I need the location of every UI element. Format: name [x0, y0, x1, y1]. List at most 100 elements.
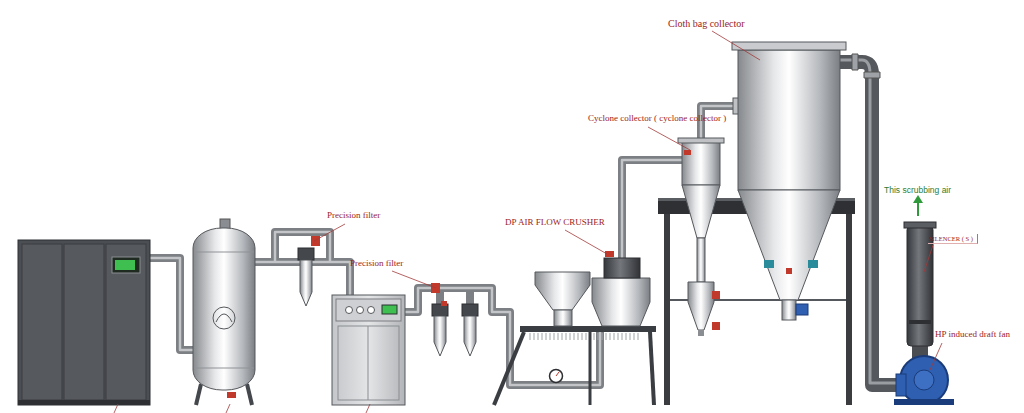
- crusher-stand-part: [550, 370, 563, 383]
- silencer-part: [904, 222, 936, 228]
- crusher-stand-part: [589, 332, 592, 405]
- air-compressor-part: [18, 400, 150, 405]
- air-flow-crusher-part: [535, 272, 590, 310]
- cyclone-collector-part: [682, 185, 720, 238]
- crusher-stand-part: [520, 326, 656, 332]
- air-compressor-part: [18, 240, 150, 405]
- air-tank-part: [196, 384, 201, 405]
- exhaust-duct-part: [852, 54, 858, 70]
- air-flow-crusher-part: [592, 278, 650, 326]
- air-pipework-part: [466, 288, 474, 306]
- air-dryer-part: [346, 307, 353, 314]
- air-flow-crusher-part: [604, 258, 640, 278]
- bag-collector-part: [786, 268, 792, 274]
- pipe-highlight-part: [150, 258, 195, 350]
- precision-filter-pair-part: [462, 304, 478, 316]
- leader-lines-part: [114, 404, 118, 413]
- induced-draft-fan-part: [896, 374, 906, 396]
- air-tank-part: [247, 384, 252, 405]
- cyclone-collector-part: [682, 140, 720, 185]
- crusher-stand-part: [494, 332, 524, 405]
- air-compressor-part: [22, 244, 62, 400]
- induced-draft-fan: [894, 344, 954, 405]
- air-flow-crusher-part: [554, 310, 572, 326]
- air-tank-part: [194, 368, 254, 369]
- air-dryer-part: [368, 326, 369, 400]
- precision-filter-pair-part: [434, 316, 446, 356]
- air-tank: [193, 219, 255, 405]
- induced-draft-fan-part: [894, 399, 954, 405]
- air-pipework-part: [150, 258, 195, 350]
- cyclone-collector-part: [698, 330, 704, 336]
- air-dryer-part: [332, 295, 405, 405]
- air-tank-part: [216, 314, 232, 322]
- callout-label: Cloth bag collector: [668, 18, 745, 29]
- bag-collector-part: [782, 300, 796, 320]
- exhaust-arrow: [913, 195, 923, 216]
- leader-lines-part: [392, 271, 436, 288]
- cyclone-collector-part: [684, 150, 691, 155]
- cyclone-collector-part: [678, 138, 724, 143]
- callout-label: Cyclone collector ( cyclone collector ): [588, 114, 726, 124]
- air-compressor-part: [64, 244, 104, 400]
- callout-label: HP induced draft fan: [935, 330, 1010, 340]
- air-dryer-part: [382, 305, 397, 314]
- crusher-stand-part: [556, 372, 559, 376]
- callout-label: Precision filter: [350, 259, 403, 269]
- cyclone-collector-part: [697, 238, 705, 282]
- precision-filter-pair: [431, 283, 478, 356]
- leader-lines-part: [366, 404, 370, 413]
- exhaust-arrow-part: [917, 202, 919, 216]
- air-dryer: [332, 295, 405, 405]
- crusher-stand: [494, 326, 656, 405]
- cyclone-collector-part: [712, 291, 720, 299]
- bag-collector-part: [808, 260, 818, 268]
- leader-lines-part: [648, 127, 690, 150]
- air-compressor: [18, 240, 150, 405]
- air-tank-part: [194, 252, 254, 253]
- leader-lines: [114, 31, 942, 413]
- air-dryer-part: [336, 299, 401, 321]
- air-tank-part: [213, 307, 235, 329]
- cyclone-collector-part: [688, 282, 714, 330]
- steel-platform-part: [664, 214, 670, 405]
- air-flow-crusher: [535, 251, 650, 326]
- silencer-part: [909, 320, 931, 324]
- leader-lines-part: [930, 343, 942, 370]
- steel-platform-part: [846, 214, 852, 405]
- cyclone-collector-part: [712, 322, 720, 330]
- air-tank-part: [193, 228, 255, 390]
- leader-lines-part: [712, 31, 760, 60]
- callout-label: SILENCER ( S ): [928, 234, 978, 244]
- crusher-stand-part: [650, 332, 654, 405]
- precision-filter-part: [300, 260, 312, 306]
- bag-collector-part: [796, 304, 808, 315]
- callout-label: This scrubbing air: [884, 186, 951, 195]
- air-dryer-part: [338, 326, 399, 400]
- leader-lines-part: [565, 230, 607, 254]
- air-compressor-part: [115, 260, 135, 270]
- precision-filter-part: [298, 248, 314, 260]
- precision-filter-pair-part: [464, 316, 476, 356]
- induced-draft-fan-part: [914, 370, 934, 390]
- bag-collector-part: [732, 42, 846, 50]
- bag-collector-part: [738, 190, 840, 300]
- leader-lines-part: [314, 224, 345, 241]
- exhaust-arrow-part: [913, 195, 923, 203]
- bag-collector: [732, 42, 846, 320]
- callout-label: Precision filter: [327, 211, 380, 221]
- induced-draft-fan-part: [900, 356, 948, 404]
- precision-filter-part: [311, 236, 320, 246]
- callout-label: DP AIR FLOW CRUSHER: [505, 218, 605, 228]
- leader-lines-part: [226, 404, 230, 413]
- cyclone-collector: [678, 98, 739, 336]
- precision-filter-pair-part: [441, 301, 447, 306]
- air-dryer-part: [357, 307, 364, 314]
- air-dryer-part: [368, 307, 375, 314]
- leader-lines-part: [924, 245, 933, 272]
- precision-filter: [298, 236, 320, 306]
- air-compressor-part: [106, 244, 146, 400]
